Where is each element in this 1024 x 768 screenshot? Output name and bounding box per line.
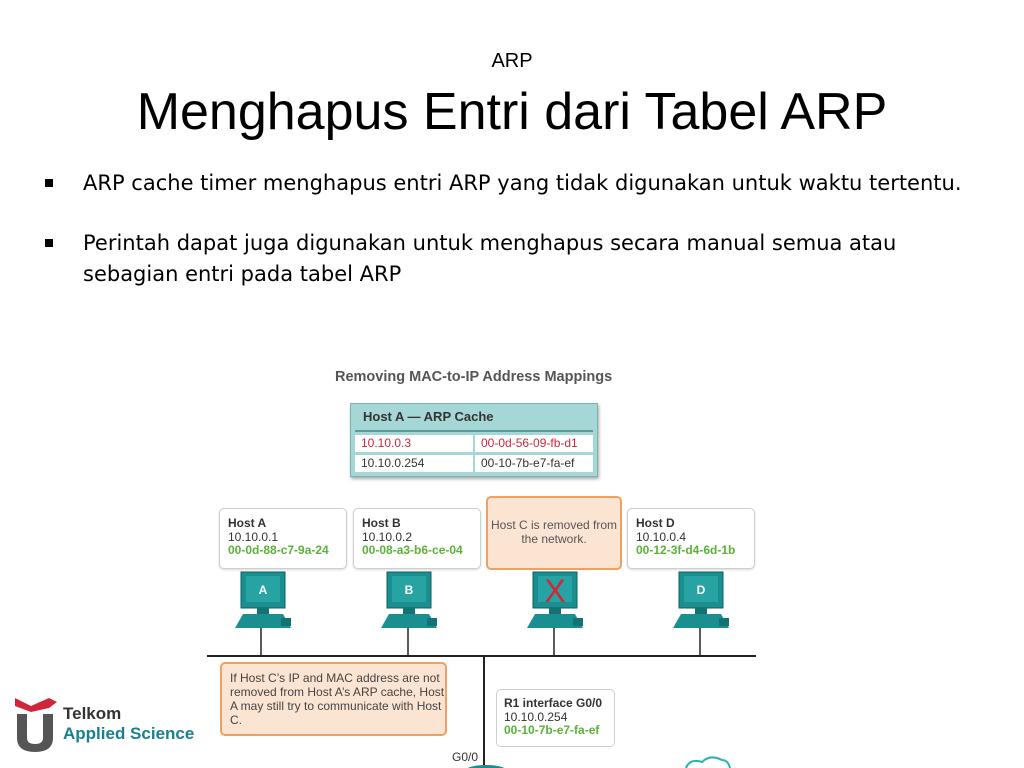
arp-cache-table: Host A — ARP Cache 10.10.0.3 00-0d-56-09… (350, 403, 598, 477)
bullet-square-icon (45, 179, 53, 187)
arp-cache-divider (355, 430, 593, 432)
slide-title: Menghapus Entri dari Tabel ARP (136, 83, 888, 141)
bullet-square-icon (45, 239, 53, 247)
host-d-computer-icon: D (673, 571, 729, 628)
arp-cache-header: Host A — ARP Cache (363, 409, 494, 424)
router-mac: 00-10-7b-e7-fa-ef (504, 723, 600, 737)
bullet-item: ARP cache timer menghapus entri ARP yang… (45, 168, 985, 200)
host-name: Host A (228, 516, 267, 530)
arp-cache-ip-cell: 10.10.0.254 (355, 455, 473, 472)
slide-subtitle: ARP (491, 50, 533, 72)
host-d-label: D (697, 583, 706, 597)
diagram-title: Removing MAC-to-IP Address Mappings (335, 369, 613, 385)
bullet-text: ARP cache timer menghapus entri ARP yang… (83, 171, 962, 195)
host-d-info-box: Host D 10.10.0.4 00-12-3f-d4-6d-1b (627, 508, 755, 569)
arp-cache-mac-cell: 00-10-7b-e7-fa-ef (475, 455, 593, 472)
router-icon (467, 765, 505, 768)
host-a-computer-icon: A (235, 571, 291, 628)
host-mac: 00-12-3f-d4-6d-1b (636, 543, 736, 557)
host-a-info-box: Host A 10.10.0.1 00-0d-88-c7-9a-24 (219, 508, 347, 569)
arp-cache-ip-cell: 10.10.0.3 (355, 435, 473, 452)
router-name: R1 interface G0/0 (504, 696, 603, 710)
host-b-label: B (405, 583, 414, 597)
host-name: Host D (636, 516, 675, 530)
host-b-info-box: Host B 10.10.0.2 00-08-a3-b6-ce-04 (353, 508, 481, 569)
host-ip: 10.10.0.2 (362, 529, 413, 544)
telkom-logo-icon (15, 698, 57, 752)
bullet-text: Perintah dapat juga digunakan untuk meng… (83, 231, 897, 286)
logo-text-line2: Applied Science (63, 724, 195, 743)
logo-text-line1: Telkom (63, 704, 122, 723)
router-info-box: R1 interface G0/0 10.10.0.254 00-10-7b-e… (496, 689, 615, 747)
host-c-computer-icon: X (527, 571, 583, 628)
host-ip: 10.10.0.1 (228, 529, 279, 544)
host-ip: 10.10.0.4 (636, 529, 687, 544)
host-c-x-marker: X (544, 573, 565, 609)
host-mac: 00-0d-88-c7-9a-24 (228, 543, 329, 557)
arp-warning-note: If Host C’s IP and MAC address are not r… (220, 662, 447, 736)
host-mac: 00-08-a3-b6-ce-04 (362, 543, 463, 557)
host-b-computer-icon: B (381, 571, 437, 628)
host-a-label: A (259, 583, 268, 597)
cloud-icon (685, 756, 731, 768)
bullet-item: Perintah dapat juga digunakan untuk meng… (45, 228, 985, 292)
host-c-removed-box: Host C is removed from the network. (486, 496, 622, 570)
host-name: Host B (362, 516, 401, 530)
router-ip: 10.10.0.254 (504, 709, 568, 724)
router-port-label: G0/0 (452, 750, 479, 764)
arp-cache-mac-cell: 00-0d-56-09-fb-d1 (475, 435, 593, 452)
